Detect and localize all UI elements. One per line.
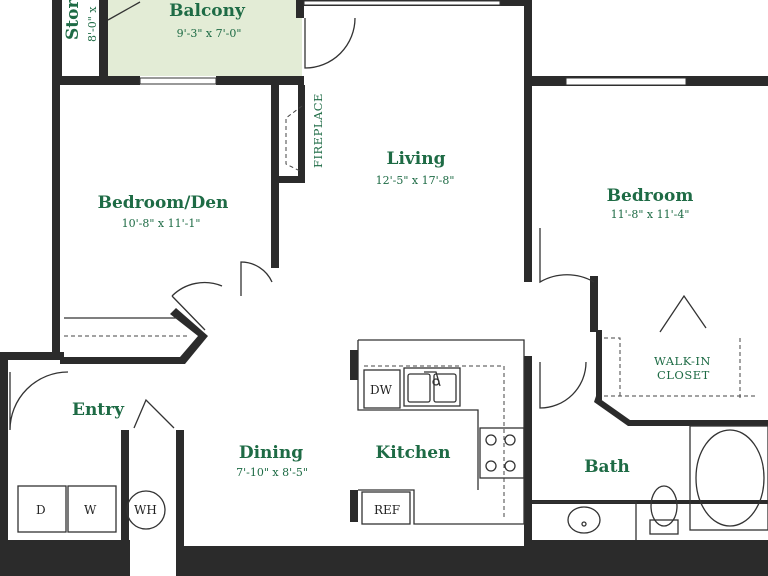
bedroom-den-name: Bedroom/Den [98, 193, 229, 213]
balcony-dim: 9'-3" x 7'-0" [177, 27, 242, 40]
doors [9, 1, 707, 431]
living-name: Living [387, 149, 446, 169]
bedroom-name: Bedroom [607, 186, 694, 206]
bedroom-dim: 11'-8" x 11'-4" [611, 208, 690, 221]
entry-name: Entry [72, 400, 125, 420]
bath-vanity [532, 501, 637, 540]
dining-name: Dining [239, 443, 303, 463]
balcony-name: Balcony [169, 1, 246, 21]
kitchen-name: Kitchen [376, 443, 451, 463]
storage-dim: 8'-0" x [86, 6, 99, 42]
kitchen-counters [350, 339, 525, 525]
bath-name: Bath [584, 457, 630, 477]
cooktop [479, 427, 525, 479]
storage-name: Stor [63, 0, 83, 40]
dining-dim: 7'-10" x 8'-5" [236, 466, 308, 479]
water-heater [126, 490, 166, 530]
dryer-label: D [36, 503, 46, 517]
dryer [17, 485, 67, 533]
walk-in-closet-label-2: CLOSET [657, 368, 710, 382]
living-dim: 12'-5" x 17'-8" [376, 174, 455, 187]
dishwasher [363, 369, 401, 409]
bedroom-den-dim: 10'-8" x 11'-1" [122, 217, 201, 230]
toilet [649, 485, 679, 535]
washer [67, 485, 117, 533]
closet-shelf-left [604, 337, 621, 398]
refrigerator-label: REF [374, 503, 400, 517]
fireplace-label: FIREPLACE [311, 93, 325, 168]
dishwasher-label: DW [370, 383, 393, 397]
windows [139, 0, 687, 86]
fireplace-hearth [285, 105, 303, 173]
kitchen-sink [403, 367, 461, 407]
washer-label: W [84, 503, 97, 517]
bathtub [689, 425, 768, 531]
refrigerator [361, 491, 411, 525]
balcony-area [108, 0, 302, 76]
walk-in-closet-label-1: WALK-IN [654, 354, 711, 368]
water-heater-label: WH [134, 503, 157, 517]
